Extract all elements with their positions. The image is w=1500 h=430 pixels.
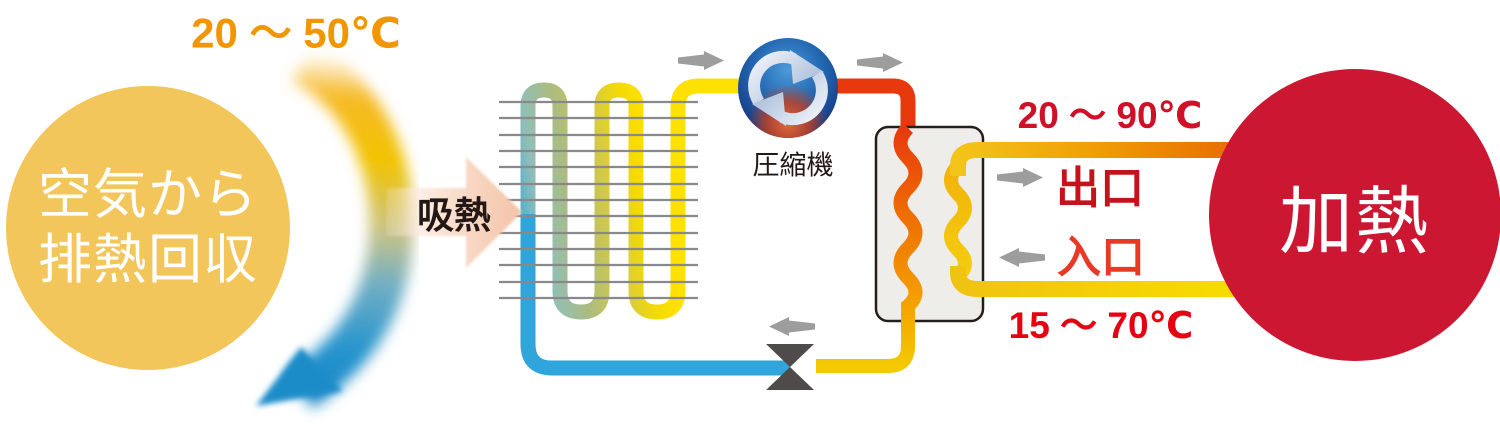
heat-absorb-arrow-icon (386, 157, 522, 268)
flow-arrow-icon (678, 51, 724, 70)
expansion-valve-icon (766, 344, 814, 390)
heating-circle: 加熱 (1209, 69, 1500, 361)
outlet-temp-label: 20 〜 90℃ (1017, 95, 1203, 136)
air-source-line1: 空気から (38, 165, 258, 226)
heating-label: 加熱 (1279, 179, 1431, 263)
water-coil-icon (944, 161, 972, 282)
flow-arrow-icon (857, 53, 903, 72)
flow-arrow-icon (997, 168, 1043, 187)
absorb-label: 吸熱 (417, 195, 491, 236)
air-source-circle: 空気から 排熱回収 (6, 86, 290, 370)
compressor-icon (738, 38, 838, 138)
hot-pipe (788, 78, 916, 134)
inlet-pipe (950, 266, 1235, 297)
evaporator-coil-icon (520, 78, 788, 320)
flow-arrow-icon (769, 317, 815, 336)
condenser-coil-icon (816, 123, 923, 373)
compressor-label: 圧縮機 (752, 150, 834, 181)
evaporator-fins (499, 100, 698, 300)
outlet-label: 出口 (1056, 164, 1144, 213)
air-source-line2: 排熱回収 (38, 230, 258, 290)
inlet-temp-label: 15 〜 70℃ (1008, 305, 1194, 346)
outlet-pipe (950, 142, 1235, 176)
flow-arrow-icon (999, 248, 1045, 267)
cycle-arrows-icon (748, 50, 828, 126)
inlet-label: 入口 (1057, 233, 1145, 282)
air-temp-label: 20 〜 50℃ (191, 9, 401, 57)
cold-pipe (520, 206, 790, 376)
